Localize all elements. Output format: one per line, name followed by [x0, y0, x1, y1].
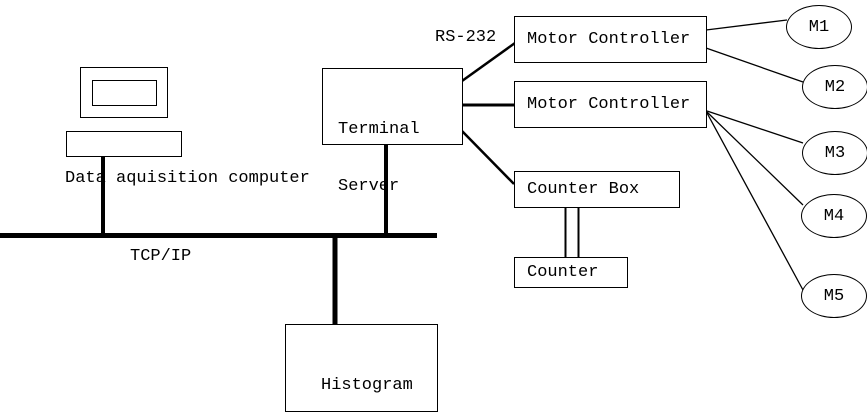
- motor-controller-1-label: Motor Controller: [527, 30, 691, 49]
- motor-m3-label: M3: [824, 143, 846, 163]
- counter-box-label: Counter Box: [527, 180, 640, 199]
- motor-m2-label: M2: [824, 77, 846, 97]
- terminal-server-label-line2: Server: [338, 177, 400, 196]
- motor-m1-label: M1: [808, 17, 830, 37]
- computer-label: Data aquisition computer: [65, 169, 310, 188]
- mc2-m3-link: [706, 110, 804, 144]
- mc2-m5-link: [706, 112, 804, 291]
- terminal-server-counterbox-link: [461, 130, 515, 185]
- motor-controller-2-node: Motor Controller: [514, 81, 707, 128]
- terminal-server-mc1-link: [461, 41, 516, 83]
- motor-m2-node: M2: [802, 65, 867, 109]
- keyboard-icon: [66, 131, 182, 157]
- motor-controller-1-node: Motor Controller: [514, 16, 707, 63]
- motor-m5-label: M5: [823, 286, 845, 306]
- mc2-m4-link: [706, 111, 804, 206]
- motor-m5-node: M5: [801, 274, 867, 318]
- mc1-m1-link: [705, 19, 788, 31]
- terminal-server-node: Terminal Server: [322, 68, 463, 196]
- histogram-memory-node: Histogram Memory: [285, 324, 438, 412]
- tcp-ip-label: TCP/IP: [130, 247, 192, 266]
- monitor-screen-icon: [92, 80, 157, 106]
- motor-m1-node: M1: [786, 5, 852, 49]
- motor-m4-label: M4: [823, 206, 845, 226]
- motor-controller-2-label: Motor Controller: [527, 95, 691, 114]
- histogram-memory-label-line1: Histogram: [321, 376, 413, 395]
- terminal-server-label-line1: Terminal: [338, 120, 420, 139]
- motor-m4-node: M4: [801, 194, 867, 238]
- counter-label: Counter: [527, 263, 599, 282]
- rs-232-label: RS-232: [435, 28, 497, 47]
- mc1-m2-link: [705, 47, 804, 83]
- counter-node: Counter: [514, 257, 628, 288]
- counter-box-node: Counter Box: [514, 171, 680, 208]
- motor-m3-node: M3: [802, 131, 867, 175]
